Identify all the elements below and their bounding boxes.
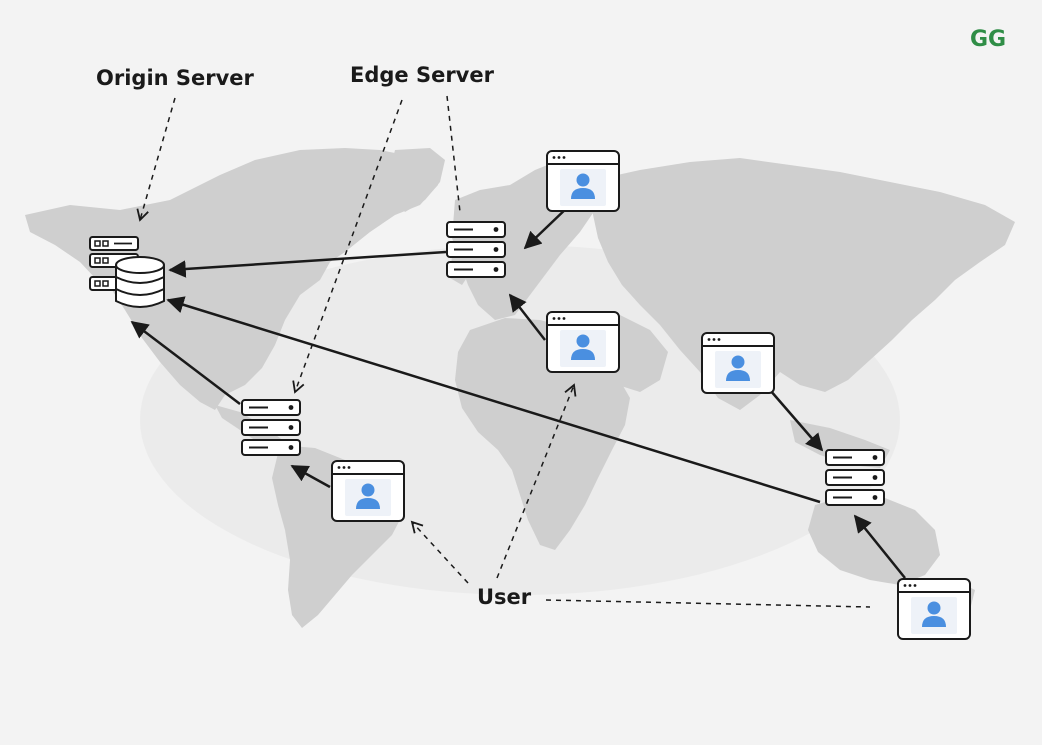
logo-text: GG bbox=[970, 27, 1006, 52]
user-browser-europe-icon bbox=[546, 150, 620, 212]
origin-server-label: Origin Server bbox=[96, 66, 255, 90]
edge-server-america-icon bbox=[241, 399, 301, 456]
arrow-edge-asia-to-origin bbox=[166, 296, 821, 504]
user-leader-south-america bbox=[410, 520, 469, 584]
map-asia bbox=[592, 158, 1015, 410]
user-leader-australia bbox=[545, 599, 871, 608]
edge-server-label: Edge Server bbox=[350, 63, 495, 87]
arrow-user-asia-to-edge-asia bbox=[769, 389, 824, 452]
user-browser-australia-icon bbox=[897, 578, 971, 640]
origin-leader bbox=[136, 97, 176, 222]
arrow-user-to-edge-america bbox=[290, 464, 331, 489]
edge-server-asia-icon bbox=[825, 449, 885, 506]
user-browser-asia-icon bbox=[701, 332, 775, 394]
dashed-leaders bbox=[136, 95, 871, 608]
arrow-user-to-edge-europe bbox=[523, 204, 571, 250]
flow-arrows bbox=[130, 204, 906, 579]
edge-leader-america bbox=[292, 99, 403, 394]
arrow-user-mideast-to-edge-europe bbox=[508, 293, 546, 341]
user-leader-middle-east bbox=[496, 383, 577, 579]
arrow-user-australia-to-edge-asia bbox=[853, 514, 906, 579]
user-browser-middle-east-icon bbox=[546, 311, 620, 373]
user-label: User bbox=[477, 585, 532, 609]
map-greenland bbox=[388, 148, 445, 212]
edge-server-europe-icon bbox=[446, 221, 506, 278]
arrow-edge-europe-to-origin bbox=[168, 250, 447, 278]
arrow-edge-america-to-origin bbox=[130, 320, 241, 405]
origin-server-icon bbox=[89, 236, 165, 308]
edge-leader-europe bbox=[446, 95, 461, 213]
logo-icon: GG bbox=[970, 27, 1006, 52]
map-north-america bbox=[25, 148, 440, 410]
map-japan bbox=[900, 260, 920, 305]
user-browser-south-america-icon bbox=[331, 460, 405, 522]
map-africa bbox=[455, 318, 630, 550]
